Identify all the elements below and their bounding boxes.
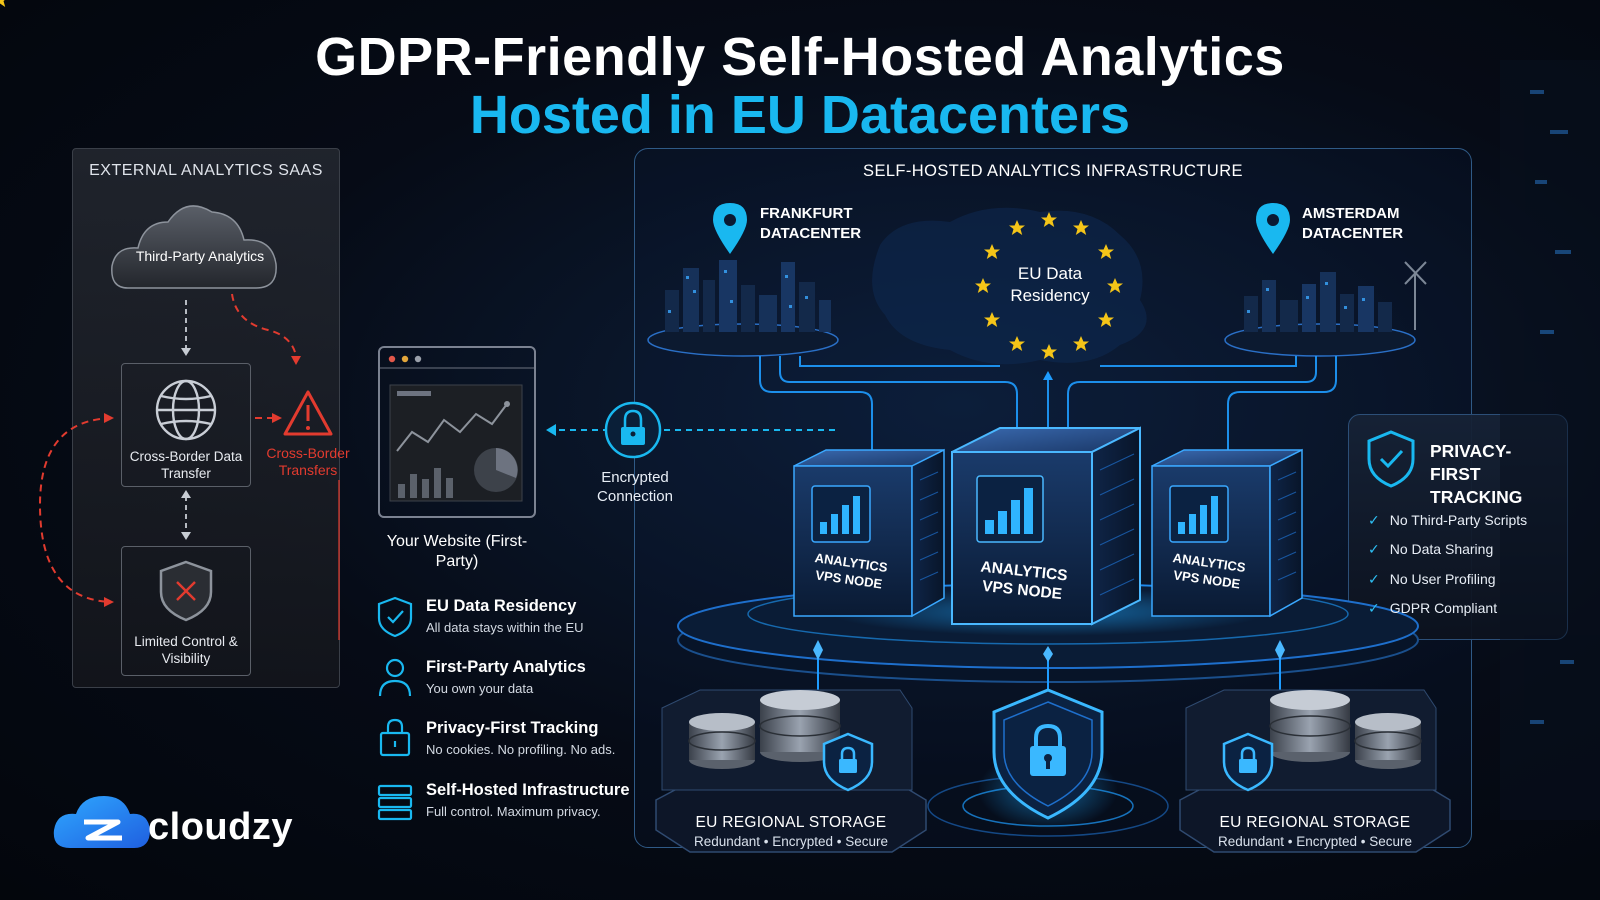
external-saas-title: EXTERNAL ANALYTICS SAAS [89, 162, 323, 179]
feature-self-hosted-infrastructure: Self-Hosted Infrastructure Full control.… [374, 781, 644, 833]
page-title: GDPR-Friendly Self-Hosted Analytics [315, 27, 1285, 87]
cross-border-transfer-box: Cross-Border Data Transfer [121, 363, 251, 487]
privacy-item: ✓ No Data Sharing [1368, 541, 1493, 558]
storage-right-title: EU REGIONAL STORAGE [1219, 814, 1411, 831]
warning-icon [283, 390, 333, 436]
feature-subtitle: You own your data [426, 681, 534, 696]
limited-control-box: Limited Control & Visibility [121, 546, 251, 676]
privacy-item-label: No Third-Party Scripts [1389, 512, 1528, 528]
globe-icon [155, 379, 217, 441]
privacy-item: ✓ No Third-Party Scripts [1368, 512, 1527, 529]
eu-data-residency-label: EU Data Residency [1010, 264, 1090, 305]
storage-left-unit [655, 689, 927, 853]
frankfurt-city [647, 260, 839, 357]
check-icon: ✓ [1368, 571, 1380, 587]
feature-title: EU Data Residency [426, 597, 577, 615]
feature-subtitle: No cookies. No profiling. No ads. [426, 742, 616, 757]
feature-title: Privacy-First Tracking [426, 719, 599, 737]
feature-title: Self-Hosted Infrastructure [426, 781, 630, 799]
privacy-item-label: No Data Sharing [1389, 541, 1494, 557]
cloudzy-logo-text: cloudzy [148, 806, 293, 848]
feature-user-icon [378, 658, 412, 697]
encrypted-lock-icon [604, 401, 662, 459]
vps-node-right-cube [1151, 448, 1303, 618]
feature-lock-icon [379, 718, 411, 757]
cross-border-transfer-label: Cross-Border Data Transfer [129, 449, 243, 481]
cloudzy-logo-icon [53, 796, 150, 848]
third-party-analytics-label: Third-Party Analytics [135, 248, 265, 264]
amsterdam-pin-icon [1256, 203, 1290, 254]
storage-right-unit [1179, 689, 1451, 853]
self-hosted-title: SELF-HOSTED ANALYTICS INFRASTRUCTURE [863, 162, 1243, 180]
storage-left-subtitle: Redundant • Encrypted • Secure [693, 834, 889, 849]
privacy-item-label: No User Profiling [1389, 571, 1496, 587]
website-mockup [378, 346, 536, 518]
privacy-item: ✓ No User Profiling [1368, 571, 1496, 588]
shield-x-icon [159, 560, 213, 622]
red-dashed-connectors [38, 293, 297, 603]
third-party-cloud-icon [111, 205, 277, 289]
cross-border-warning-label: Cross-Border Transfers [266, 445, 350, 478]
europe-map [872, 207, 1147, 365]
feature-shield-check-icon [377, 596, 413, 638]
amsterdam-city [1224, 261, 1427, 357]
encrypted-connection-label: Encrypted Connection [597, 469, 673, 505]
frankfurt-pin-icon [713, 203, 747, 254]
feature-subtitle: Full control. Maximum privacy. [426, 804, 601, 819]
check-icon: ✓ [1368, 600, 1380, 616]
privacy-first-title: PRIVACY-FIRST TRACKING [1430, 441, 1523, 507]
website-mockup-content [380, 355, 534, 502]
vps-node-left-cube [793, 448, 945, 618]
check-icon: ✓ [1368, 512, 1380, 528]
privacy-shield-icon [1367, 430, 1415, 488]
website-label: Your Website (First-Party) [386, 533, 528, 570]
privacy-item-label: GDPR Compliant [1389, 600, 1498, 616]
storage-right-subtitle: Redundant • Encrypted • Secure [1217, 834, 1413, 849]
privacy-item: ✓ GDPR Compliant [1368, 600, 1497, 617]
feature-first-party-analytics: First-Party Analytics You own your data [374, 658, 644, 710]
check-icon: ✓ [1368, 541, 1380, 557]
storage-left-title: EU REGIONAL STORAGE [695, 814, 887, 831]
vps-node-center-cube [951, 426, 1141, 626]
feature-eu-data-residency: EU Data Residency All data stays within … [374, 597, 644, 649]
page-subtitle: Hosted in EU Datacenters [469, 85, 1131, 145]
feature-privacy-first-tracking: Privacy-First Tracking No cookies. No pr… [374, 719, 644, 771]
feature-title: First-Party Analytics [426, 658, 586, 676]
circuit-lines [759, 356, 1337, 452]
feature-server-icon [377, 784, 413, 821]
amsterdam-datacenter-label: AMSTERDAM DATACENTER [1302, 205, 1404, 242]
feature-subtitle: All data stays within the EU [426, 620, 584, 635]
frankfurt-datacenter-label: FRANKFURT DATACENTER [760, 205, 862, 242]
storage-right-lock-icon [1222, 732, 1274, 792]
storage-left-lock-icon [822, 732, 874, 792]
eu-stars [0, 0, 6, 7]
limited-control-label: Limited Control & Visibility [134, 634, 238, 666]
central-security-shield-icon [927, 688, 1169, 837]
server-rack-background [1500, 60, 1600, 820]
